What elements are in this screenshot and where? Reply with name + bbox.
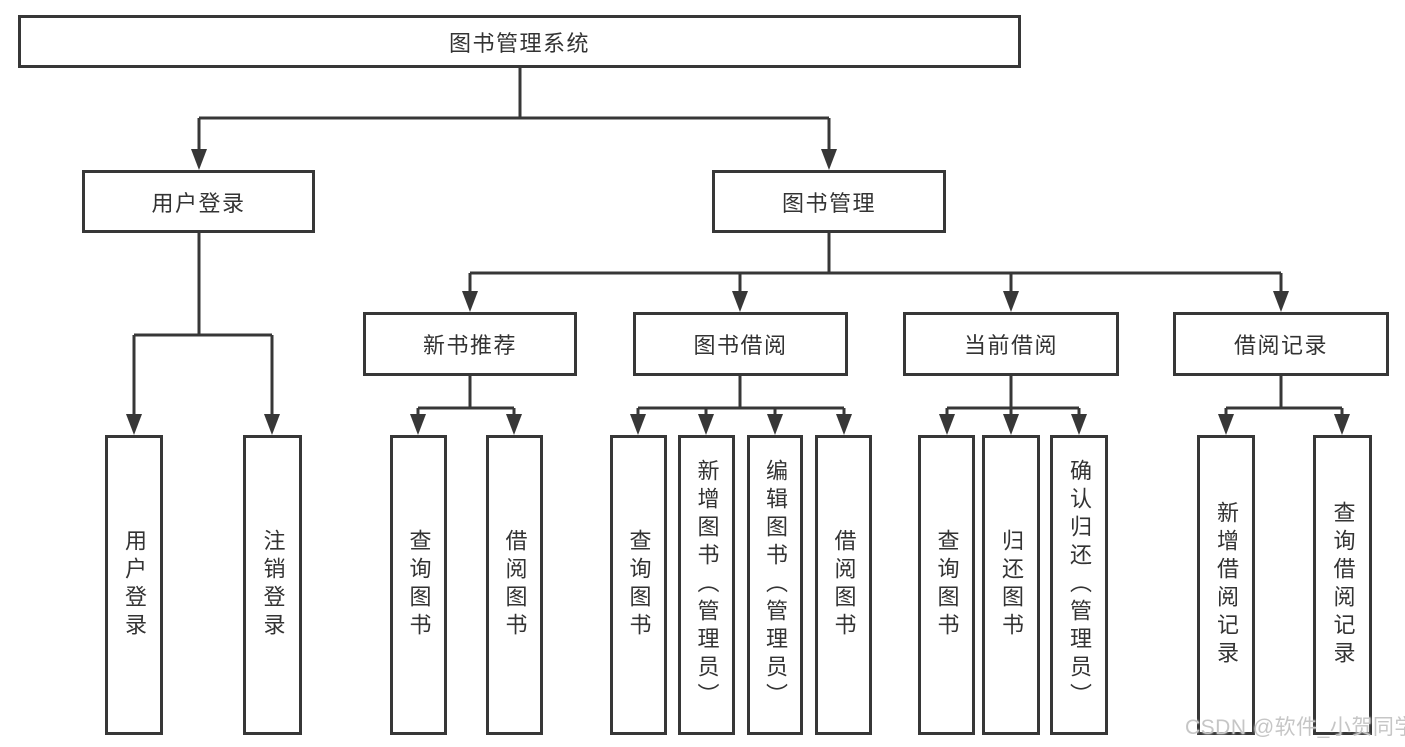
node-book-management: 图书管理: [712, 170, 946, 233]
leaf-borrow-book-recommend: 借阅图书: [486, 435, 543, 735]
leaf-add-book-admin: 新增图书（管理员）: [678, 435, 735, 735]
node-new-book-recommend: 新书推荐: [363, 312, 577, 376]
leaf-query-books-borrow: 查询图书: [610, 435, 667, 735]
watermark: CSDN @软件_小贺同学: [1185, 716, 1405, 739]
leaf-confirm-return-admin: 确认归还（管理员）: [1050, 435, 1108, 735]
leaf-query-borrow-record: 查询借阅记录: [1313, 435, 1372, 735]
leaf-query-books-current: 查询图书: [918, 435, 975, 735]
node-book-borrow: 图书借阅: [633, 312, 848, 376]
leaf-borrow-book: 借阅图书: [815, 435, 872, 735]
leaf-edit-book-admin: 编辑图书（管理员）: [747, 435, 803, 735]
node-new-book-recommend-label: 新书推荐: [422, 333, 517, 358]
leaf-user-login: 用户登录: [105, 435, 163, 735]
node-root-label: 图书管理系统: [448, 30, 590, 56]
node-current-borrow-label: 当前借阅: [963, 333, 1058, 358]
node-current-borrow: 当前借阅: [903, 312, 1119, 376]
leaf-return-book: 归还图书: [982, 435, 1040, 735]
node-book-borrow-label: 图书借阅: [693, 333, 788, 358]
node-book-management-label: 图书管理: [781, 190, 876, 216]
leaf-add-borrow-record: 新增借阅记录: [1197, 435, 1255, 735]
node-user-login-label: 用户登录: [151, 190, 246, 216]
leaf-logout: 注销登录: [243, 435, 302, 735]
node-root: 图书管理系统: [18, 15, 1021, 68]
node-borrow-record: 借阅记录: [1173, 312, 1389, 376]
node-user-login: 用户登录: [82, 170, 315, 233]
node-borrow-record-label: 借阅记录: [1233, 333, 1328, 358]
leaf-query-books-recommend: 查询图书: [390, 435, 447, 735]
